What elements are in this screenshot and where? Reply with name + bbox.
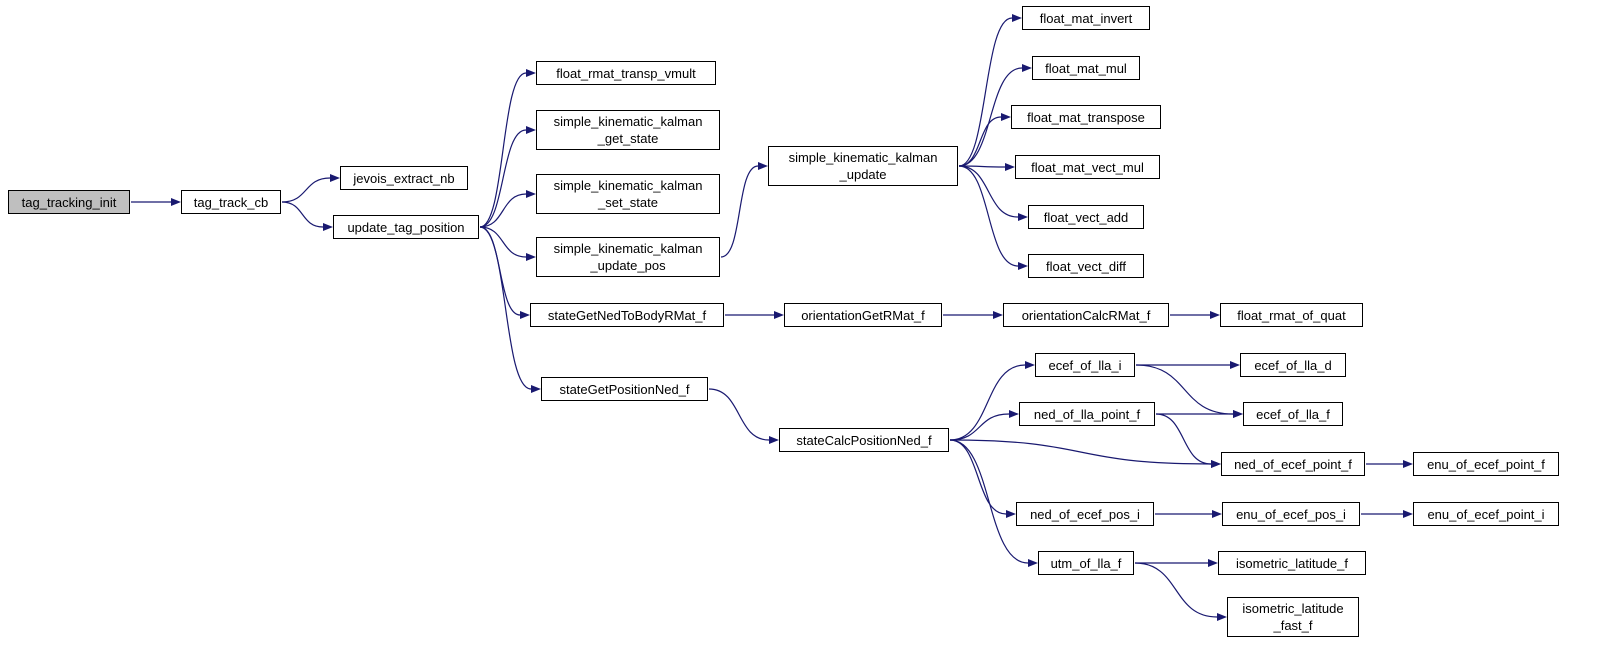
graph-node-label: simple_kinematic_kalman _update_pos bbox=[553, 241, 703, 273]
graph-node-enu_of_ecef_point_i[interactable]: enu_of_ecef_point_i bbox=[1413, 502, 1559, 526]
graph-node-float_rmat_of_quat[interactable]: float_rmat_of_quat bbox=[1220, 303, 1363, 327]
graph-node-orientationCalcRMat_f[interactable]: orientationCalcRMat_f bbox=[1003, 303, 1169, 327]
graph-node-label: float_vect_add bbox=[1043, 209, 1129, 225]
graph-node-simple_kinematic_kalman_set_state[interactable]: simple_kinematic_kalman _set_state bbox=[536, 174, 720, 214]
graph-node-float_mat_invert[interactable]: float_mat_invert bbox=[1022, 6, 1150, 30]
call-edge-simple_kinematic_kalman_update--float_mat_invert bbox=[958, 14, 1022, 167]
call-edge-update_tag_position--simple_kinematic_kalman_get_state bbox=[479, 126, 536, 228]
call-edge-update_tag_position--simple_kinematic_kalman_set_state bbox=[479, 190, 536, 228]
graph-node-label: stateGetPositionNed_f bbox=[559, 381, 690, 397]
call-edge-simple_kinematic_kalman_update--float_vect_add bbox=[958, 165, 1028, 221]
graph-node-label: simple_kinematic_kalman _get_state bbox=[553, 114, 703, 146]
call-edge-simple_kinematic_kalman_update_pos--simple_kinematic_kalman_update bbox=[720, 162, 768, 258]
call-edge-simple_kinematic_kalman_update--float_mat_transpose bbox=[958, 113, 1011, 167]
graph-node-float_vect_diff[interactable]: float_vect_diff bbox=[1028, 254, 1144, 278]
graph-node-label: tag_tracking_init bbox=[21, 194, 117, 210]
graph-node-ecef_of_lla_i[interactable]: ecef_of_lla_i bbox=[1035, 353, 1135, 377]
graph-node-ecef_of_lla_f[interactable]: ecef_of_lla_f bbox=[1243, 402, 1343, 426]
graph-node-ned_of_ecef_pos_i[interactable]: ned_of_ecef_pos_i bbox=[1016, 502, 1154, 526]
call-edge-update_tag_position--stateGetPositionNed_f bbox=[479, 226, 541, 393]
graph-node-tag_track_cb[interactable]: tag_track_cb bbox=[181, 190, 281, 214]
graph-node-label: float_rmat_of_quat bbox=[1237, 307, 1346, 323]
graph-node-enu_of_ecef_pos_i[interactable]: enu_of_ecef_pos_i bbox=[1222, 502, 1360, 526]
graph-node-label: ecef_of_lla_i bbox=[1048, 357, 1122, 373]
graph-node-label: jevois_extract_nb bbox=[353, 170, 455, 186]
call-edge-utm_of_lla_f--isometric_latitude_fast_f bbox=[1134, 562, 1227, 621]
graph-node-label: orientationGetRMat_f bbox=[801, 307, 925, 323]
graph-node-label: enu_of_ecef_pos_i bbox=[1236, 506, 1346, 522]
graph-node-label: simple_kinematic_kalman _update bbox=[788, 150, 938, 182]
call-edge-update_tag_position--stateGetNedToBodyRMat_f bbox=[479, 226, 530, 319]
graph-node-enu_of_ecef_point_f[interactable]: enu_of_ecef_point_f bbox=[1413, 452, 1559, 476]
call-edge-update_tag_position--simple_kinematic_kalman_update_pos bbox=[479, 226, 536, 261]
graph-node-label: ned_of_ecef_point_f bbox=[1234, 456, 1352, 472]
graph-node-isometric_latitude_f[interactable]: isometric_latitude_f bbox=[1218, 551, 1366, 575]
graph-node-label: float_mat_vect_mul bbox=[1031, 159, 1144, 175]
call-edge-stateCalcPositionNed_f--ned_of_lla_point_f bbox=[949, 410, 1019, 441]
call-edge-stateCalcPositionNed_f--ecef_of_lla_i bbox=[949, 361, 1035, 441]
call-edge-ned_of_lla_point_f--ned_of_ecef_point_f bbox=[1155, 413, 1221, 468]
graph-node-label: stateCalcPositionNed_f bbox=[796, 432, 932, 448]
graph-node-ned_of_lla_point_f[interactable]: ned_of_lla_point_f bbox=[1019, 402, 1155, 426]
graph-node-simple_kinematic_kalman_get_state[interactable]: simple_kinematic_kalman _get_state bbox=[536, 110, 720, 150]
graph-node-stateGetPositionNed_f[interactable]: stateGetPositionNed_f bbox=[541, 377, 708, 401]
graph-node-ecef_of_lla_d[interactable]: ecef_of_lla_d bbox=[1240, 353, 1346, 377]
graph-node-label: float_mat_invert bbox=[1039, 10, 1133, 26]
graph-node-label: stateGetNedToBodyRMat_f bbox=[547, 307, 707, 323]
graph-node-ned_of_ecef_point_f[interactable]: ned_of_ecef_point_f bbox=[1221, 452, 1365, 476]
graph-node-label: ecef_of_lla_d bbox=[1254, 357, 1332, 373]
graph-node-orientationGetRMat_f[interactable]: orientationGetRMat_f bbox=[784, 303, 942, 327]
graph-node-label: update_tag_position bbox=[347, 219, 465, 235]
graph-node-isometric_latitude_fast_f[interactable]: isometric_latitude _fast_f bbox=[1227, 597, 1359, 637]
graph-node-label: ecef_of_lla_f bbox=[1256, 406, 1330, 422]
graph-node-label: float_vect_diff bbox=[1046, 258, 1126, 274]
call-edge-update_tag_position--float_rmat_transp_vmult bbox=[479, 69, 536, 228]
call-edge-stateCalcPositionNed_f--ned_of_ecef_point_f bbox=[949, 439, 1221, 468]
graph-node-utm_of_lla_f[interactable]: utm_of_lla_f bbox=[1038, 551, 1134, 575]
graph-node-label: orientationCalcRMat_f bbox=[1021, 307, 1151, 323]
graph-node-label: enu_of_ecef_point_i bbox=[1427, 506, 1545, 522]
graph-node-update_tag_position[interactable]: update_tag_position bbox=[333, 215, 479, 239]
graph-node-float_mat_vect_mul[interactable]: float_mat_vect_mul bbox=[1015, 155, 1160, 179]
graph-node-float_mat_mul[interactable]: float_mat_mul bbox=[1032, 56, 1140, 80]
call-edge-simple_kinematic_kalman_update--float_mat_vect_mul bbox=[958, 163, 1015, 171]
call-edge-tag_track_cb--update_tag_position bbox=[281, 201, 333, 231]
graph-node-label: utm_of_lla_f bbox=[1050, 555, 1122, 571]
call-edge-stateGetPositionNed_f--stateCalcPositionNed_f bbox=[708, 388, 779, 444]
graph-node-label: ned_of_ecef_pos_i bbox=[1030, 506, 1140, 522]
graph-node-label: isometric_latitude_f bbox=[1236, 555, 1348, 571]
graph-node-label: isometric_latitude _fast_f bbox=[1242, 601, 1344, 633]
graph-node-simple_kinematic_kalman_update_pos[interactable]: simple_kinematic_kalman _update_pos bbox=[536, 237, 720, 277]
call-edge-simple_kinematic_kalman_update--float_vect_diff bbox=[958, 165, 1028, 270]
graph-node-label: float_mat_mul bbox=[1045, 60, 1127, 76]
graph-node-tag_tracking_init[interactable]: tag_tracking_init bbox=[8, 190, 130, 214]
graph-node-label: simple_kinematic_kalman _set_state bbox=[553, 178, 703, 210]
graph-node-float_rmat_transp_vmult[interactable]: float_rmat_transp_vmult bbox=[536, 61, 716, 85]
graph-node-label: tag_track_cb bbox=[193, 194, 269, 210]
graph-node-stateCalcPositionNed_f[interactable]: stateCalcPositionNed_f bbox=[779, 428, 949, 452]
graph-node-float_vect_add[interactable]: float_vect_add bbox=[1028, 205, 1144, 229]
graph-node-label: float_rmat_transp_vmult bbox=[556, 65, 696, 81]
graph-node-stateGetNedToBodyRMat_f[interactable]: stateGetNedToBodyRMat_f bbox=[530, 303, 724, 327]
graph-node-float_mat_transpose[interactable]: float_mat_transpose bbox=[1011, 105, 1161, 129]
graph-node-jevois_extract_nb[interactable]: jevois_extract_nb bbox=[340, 166, 468, 190]
graph-node-label: enu_of_ecef_point_f bbox=[1427, 456, 1545, 472]
graph-node-simple_kinematic_kalman_update[interactable]: simple_kinematic_kalman _update bbox=[768, 146, 958, 186]
graph-node-label: float_mat_transpose bbox=[1027, 109, 1145, 125]
call-edge-stateCalcPositionNed_f--ned_of_ecef_pos_i bbox=[949, 439, 1016, 518]
call-edge-tag_track_cb--jevois_extract_nb bbox=[281, 174, 340, 203]
graph-node-label: ned_of_lla_point_f bbox=[1033, 406, 1141, 422]
